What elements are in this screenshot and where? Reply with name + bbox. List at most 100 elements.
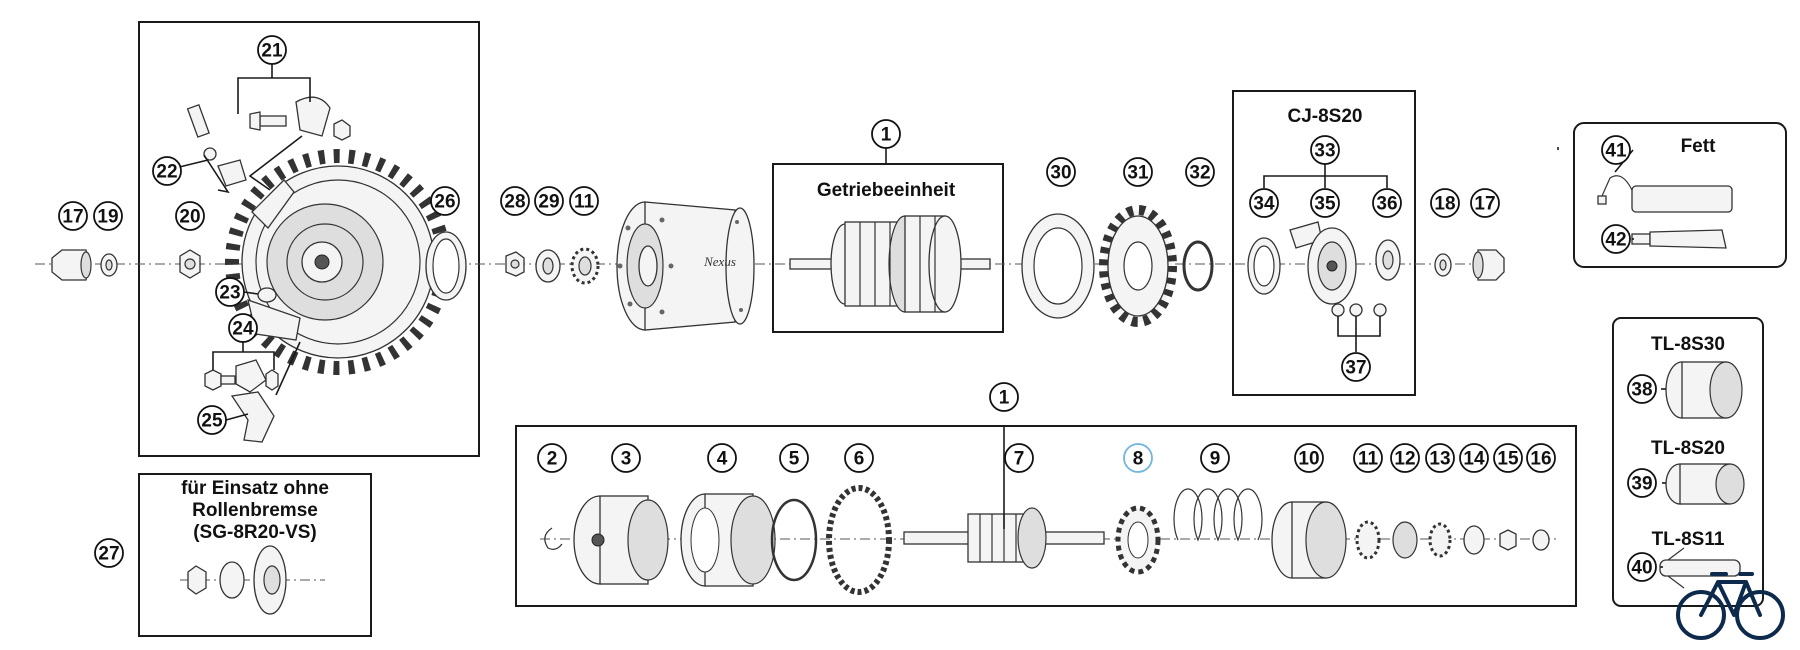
- svg-text:11: 11: [574, 192, 595, 213]
- driver-part: [573, 495, 669, 585]
- svg-text:31: 31: [1127, 163, 1149, 184]
- grease-label: Fett: [1681, 136, 1717, 157]
- callout-28: 28: [500, 186, 530, 216]
- sprocket-ring-part: [1182, 240, 1214, 292]
- svg-text:23: 23: [219, 283, 240, 304]
- tool-tl-8s30-part: [1665, 361, 1743, 419]
- svg-text:37: 37: [1345, 358, 1366, 379]
- cone-part: [535, 249, 561, 283]
- svg-text:11: 11: [1358, 449, 1379, 470]
- svg-text:18: 18: [1434, 194, 1455, 215]
- cj-tool-frame: [1232, 90, 1416, 396]
- callout-11-top: 11: [569, 186, 599, 216]
- svg-text:39: 39: [1631, 474, 1652, 495]
- callout-34: 34: [1249, 188, 1279, 218]
- tools-frame: [1612, 317, 1764, 607]
- grease-frame: [1573, 122, 1787, 268]
- ring-gear-part: [680, 493, 776, 587]
- clutch-ring-part: [1115, 505, 1161, 575]
- alt-usage-line1: für Einsatz ohne: [181, 478, 329, 499]
- callout-4: 4: [707, 443, 737, 473]
- tool-tl-8s20-part: [1665, 463, 1745, 505]
- svg-text:7: 7: [1014, 449, 1025, 470]
- tool-1-label: TL-8S30: [1651, 334, 1725, 355]
- callout-17-right: 17: [1470, 188, 1500, 218]
- washer-14-part: [1463, 525, 1485, 555]
- joint-screws-part: [1331, 303, 1387, 317]
- svg-text:1: 1: [999, 388, 1010, 409]
- svg-text:1: 1: [881, 125, 892, 146]
- svg-text:10: 10: [1298, 449, 1319, 470]
- brake-assembly-frame: [138, 21, 480, 457]
- callout-8: 8: [1123, 443, 1153, 473]
- tool-2-label: TL-8S20: [1651, 438, 1725, 459]
- svg-text:19: 19: [97, 207, 118, 228]
- axle-nut-left-part: [51, 249, 92, 281]
- svg-text:15: 15: [1497, 449, 1519, 470]
- svg-text:33: 33: [1314, 141, 1335, 162]
- roller-brake-disc-part: [225, 149, 451, 375]
- svg-text:29: 29: [538, 192, 559, 213]
- callout-10: 10: [1294, 443, 1324, 473]
- svg-text:21: 21: [261, 41, 283, 62]
- callout-12: 12: [1390, 443, 1420, 473]
- callout-1-top: 1: [871, 119, 901, 149]
- svg-text:17: 17: [1474, 194, 1495, 215]
- internal-parts-frame: [515, 425, 1577, 607]
- svg-text:34: 34: [1253, 194, 1275, 215]
- lock-washer-right-part: [1434, 253, 1452, 277]
- callout-15: 15: [1493, 443, 1523, 473]
- gear-unit-frame: [772, 163, 1004, 333]
- svg-text:38: 38: [1631, 380, 1652, 401]
- wire-ring-part: [770, 498, 818, 582]
- axle-nut-right-part: [1472, 249, 1505, 281]
- seal-ring-part: [1247, 237, 1281, 295]
- bearing-ring-part: [826, 485, 892, 595]
- washer-16-part: [1532, 529, 1550, 551]
- callout-14: 14: [1459, 443, 1489, 473]
- toothed-washer-top-part: [570, 247, 600, 285]
- callout-20: 20: [175, 201, 205, 231]
- callout-31: 31: [1123, 157, 1153, 187]
- svg-text:24: 24: [232, 319, 254, 340]
- svg-text:41: 41: [1605, 141, 1627, 162]
- callout-37: 37: [1341, 352, 1371, 382]
- callout-27: 27: [94, 538, 124, 568]
- svg-text:16: 16: [1530, 449, 1551, 470]
- callout-1-bottom: 1: [989, 382, 1019, 412]
- svg-text:3: 3: [621, 449, 632, 470]
- svg-text:5: 5: [789, 449, 800, 470]
- cone-nut-part: [505, 251, 525, 277]
- svg-text:32: 32: [1189, 163, 1210, 184]
- svg-text:36: 36: [1376, 194, 1397, 215]
- bracket-bolts-part: [204, 359, 279, 393]
- svg-text:26: 26: [434, 192, 455, 213]
- svg-text:9: 9: [1210, 449, 1221, 470]
- svg-text:14: 14: [1463, 449, 1485, 470]
- alt-usage-line2: Rollenbremse: [192, 500, 318, 521]
- callout-42: 42: [1601, 224, 1631, 254]
- callout-29: 29: [534, 186, 564, 216]
- callout-39: 39: [1627, 468, 1657, 498]
- callout-5: 5: [779, 443, 809, 473]
- washer-12-part: [1392, 521, 1418, 559]
- callout-41: 41: [1601, 135, 1631, 165]
- joint-bracket-part: [1375, 239, 1401, 281]
- svg-text:27: 27: [98, 544, 119, 565]
- adjusting-bolt-part: [186, 103, 247, 187]
- callout-21: 21: [257, 35, 287, 65]
- callout-38: 38: [1627, 374, 1657, 404]
- callout-23: 23: [215, 277, 245, 307]
- callout-7: 7: [1004, 443, 1034, 473]
- svg-text:28: 28: [504, 192, 525, 213]
- svg-text:40: 40: [1631, 558, 1652, 579]
- svg-text:30: 30: [1050, 163, 1071, 184]
- callout-33: 33: [1310, 135, 1340, 165]
- toothed-washer-part: [1355, 520, 1381, 560]
- callout-16: 16: [1526, 443, 1556, 473]
- snap-ring-part: [425, 231, 467, 301]
- callout-24: 24: [228, 313, 258, 343]
- gear-unit-part: [789, 215, 991, 313]
- svg-text:2: 2: [547, 449, 558, 470]
- alt-usage-line3: (SG-8R20-VS): [193, 522, 317, 543]
